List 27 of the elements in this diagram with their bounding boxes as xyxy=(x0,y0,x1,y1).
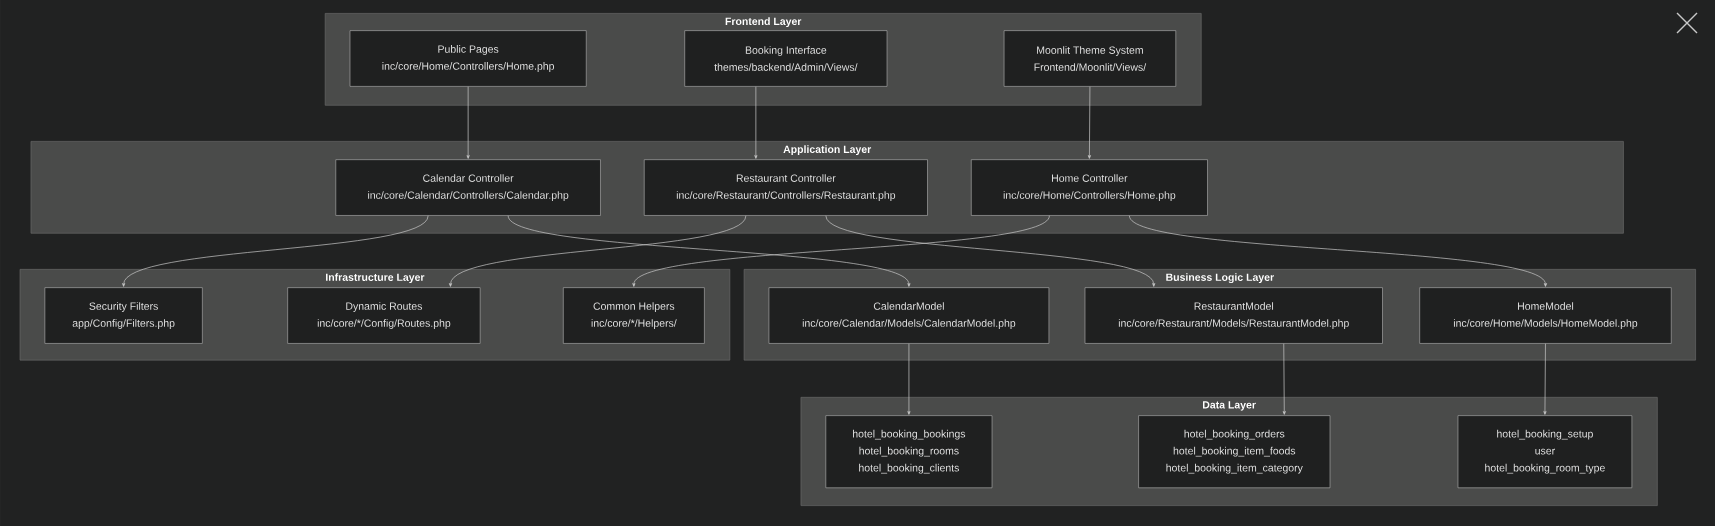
component-box: Public Pages inc/core/Home/Controllers/Home.php xyxy=(349,30,587,87)
arrow xyxy=(1087,86,1091,159)
arrow xyxy=(632,215,1050,287)
arrow xyxy=(1282,343,1286,415)
arrow xyxy=(507,215,911,287)
component-box: hotel_booking_bookings hotel_booking_rooms hotel_booking_clients xyxy=(825,415,993,489)
arrow xyxy=(825,215,1156,287)
component-box: HomeModel inc/core/Home/Models/HomeModel.php xyxy=(1419,287,1672,344)
arrow xyxy=(907,343,911,415)
component-box: Booking Interface themes/backend/Admin/Views/ xyxy=(684,30,888,87)
component-box: hotel_booking_setup user hotel_booking_room_type xyxy=(1457,415,1633,489)
component-box: Restaurant Controller inc/core/Restaurant/Controllers/Restaurant.php xyxy=(643,159,928,216)
component-box: Calendar Controller inc/core/Calendar/Controllers/Calendar.php xyxy=(335,159,601,216)
component-box: hotel_booking_orders hotel_booking_item_foods hotel_booking_item_category xyxy=(1138,415,1331,489)
component-box: Moonlit Theme System Frontend/Moonlit/Views/ xyxy=(1003,30,1177,87)
component-box: RestaurantModel inc/core/Restaurant/Models/RestaurantModel.php xyxy=(1084,287,1383,344)
arrow xyxy=(448,215,747,287)
component-box: Common Helpers inc/core/*/Helpers/ xyxy=(563,287,705,344)
component-box: CalendarModel inc/core/Calendar/Models/CalendarModel.php xyxy=(768,287,1050,344)
arrow xyxy=(1129,215,1548,287)
component-box: Dynamic Routes inc/core/*/Config/Routes.php xyxy=(287,287,481,344)
component-box: Security Filters app/Config/Filters.php xyxy=(44,287,203,344)
arrow xyxy=(122,215,429,287)
arrow xyxy=(1543,343,1547,415)
arrow xyxy=(754,86,758,159)
component-box: Home Controller inc/core/Home/Controllers/Home.php xyxy=(970,159,1208,216)
arrow xyxy=(466,86,470,159)
